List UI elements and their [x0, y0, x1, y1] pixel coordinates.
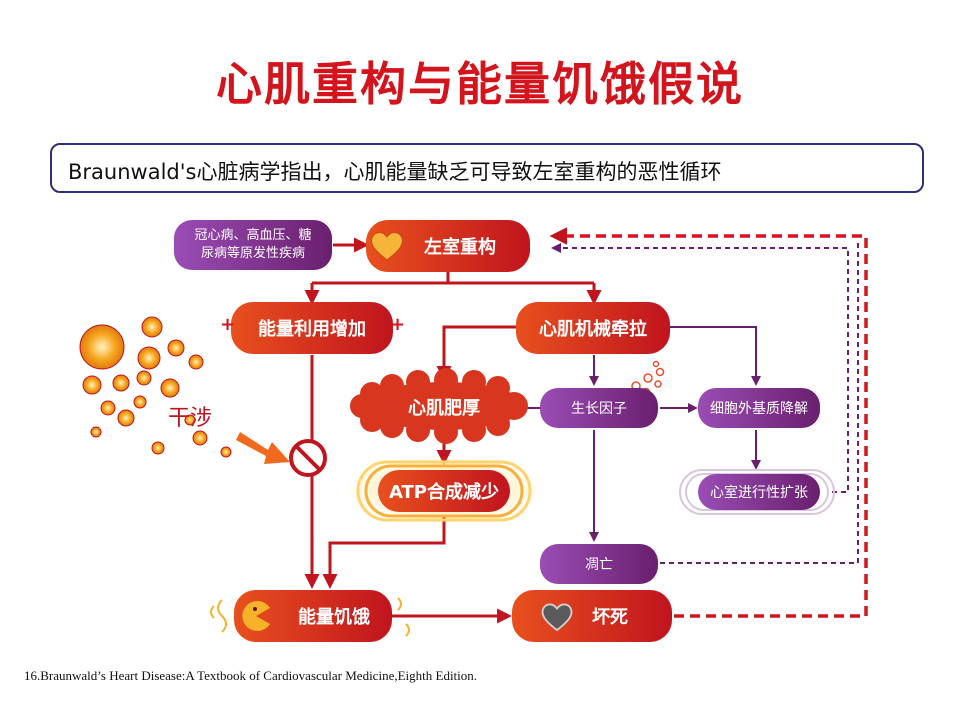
- vibration-marks-icon: [210, 597, 410, 637]
- red-dashed-feedback: [549, 227, 868, 618]
- gray-heart-icon: [541, 603, 573, 632]
- arrow-atp-to-starvation: [322, 516, 446, 589]
- slide-title: 心肌重构与能量饥饿假说: [216, 57, 744, 111]
- interfere-label: 干涉: [168, 406, 213, 431]
- heart-icon: [371, 232, 403, 261]
- inhibit-icon: [289, 439, 327, 477]
- plus-right: +: [390, 314, 406, 335]
- hypertrophy-blob: [350, 368, 528, 444]
- hypertrophy-node: 心肌肥厚: [408, 398, 480, 419]
- growth-factor-node: 生长因子: [540, 388, 658, 428]
- arrow-lv-split: [310, 272, 596, 300]
- subtitle: Braunwald's心脏病学指出，心肌能量缺乏可导致左室重构的恶性循环: [68, 160, 722, 184]
- necrosis-node: 坏死: [512, 590, 672, 642]
- reference-citation: 16.Braunwald’s Heart Disease:A Textbook …: [24, 668, 478, 683]
- necrosis-label: 坏死: [592, 607, 628, 628]
- energy-starvation-node: 能量饥饿: [234, 590, 392, 642]
- ventricular-dilation-node: 心室进行性扩张: [698, 474, 820, 510]
- orb-cluster-icon: [79, 316, 232, 458]
- energy-starvation-label: 能量饥饿: [298, 607, 370, 628]
- arrow-stretch-to-hypertrophy: [436, 325, 518, 381]
- purple-arrows: [502, 326, 761, 542]
- subtitle-box: Braunwald's心脏病学指出，心肌能量缺乏可导致左室重构的恶性循环: [50, 143, 924, 193]
- lv-remodeling-node: 左室重构: [366, 220, 530, 272]
- energy-use-node: 能量利用增加: [231, 302, 393, 354]
- apoptosis-node: 凋亡: [540, 544, 658, 584]
- interfere-arrow-icon: [236, 432, 290, 464]
- ecm-degradation-node: 细胞外基质降解: [698, 388, 820, 428]
- mechanical-stretch-node: 心肌机械牵拉: [516, 302, 670, 354]
- pacman-icon: [242, 601, 270, 631]
- purple-dashed-feedback: [551, 240, 859, 564]
- primary-diseases-node: 冠心病、高血压、糖尿病等原发性疾病: [174, 220, 332, 270]
- plus-left: +: [220, 314, 236, 335]
- lv-remodeling-label: 左室重构: [424, 237, 496, 258]
- atp-decrease-node: ATP合成减少: [378, 470, 510, 512]
- arrow-stretch-to-ecm: [668, 326, 761, 386]
